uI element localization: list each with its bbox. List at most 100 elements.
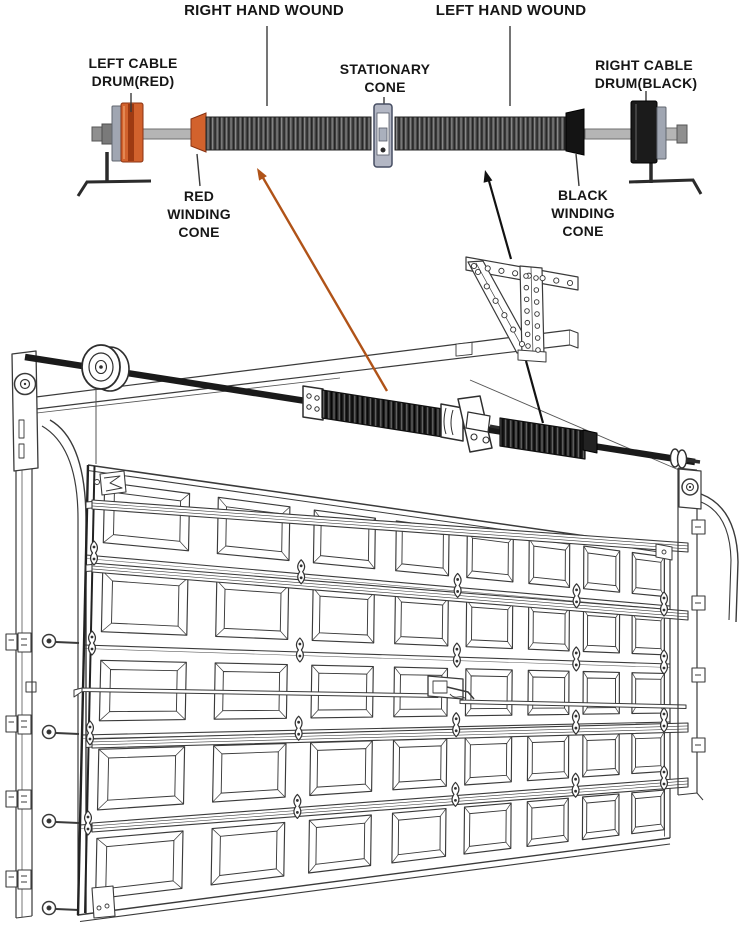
push-nut-center xyxy=(46,638,52,644)
hinge-bolt xyxy=(90,647,94,651)
panel-bevel-corner xyxy=(614,793,620,801)
door-panel-bevel xyxy=(531,740,565,775)
panel-bevel-corner xyxy=(308,864,317,874)
hinge-bolt xyxy=(574,789,577,793)
garage-door-drawing xyxy=(5,168,739,923)
section-joint xyxy=(85,554,671,607)
door-panel xyxy=(583,545,621,593)
panel-bevel-corner xyxy=(180,493,190,502)
strut-rib xyxy=(91,568,689,618)
panel-bevel-corner xyxy=(631,792,636,799)
label-red-winding-cone-3: CONE xyxy=(178,224,219,240)
panel-bevel-corner xyxy=(631,707,636,714)
door-panel-bevel xyxy=(635,558,662,591)
panel-bevel-corner xyxy=(564,644,570,652)
panel-bevel-corner xyxy=(392,812,399,821)
bracket-hole xyxy=(518,340,526,348)
strut-rib xyxy=(91,780,689,827)
door-panel-bevel xyxy=(220,751,279,794)
left-support-stand xyxy=(76,152,152,197)
bracket-hole xyxy=(498,267,505,274)
hinge-bolt xyxy=(299,564,303,568)
label-right-hand-wound: RIGHT HAND WOUND xyxy=(184,2,344,19)
spring-left-hand-wound xyxy=(394,116,567,151)
black-winding-cone xyxy=(565,108,585,156)
door-panel xyxy=(527,669,570,716)
hinge-bolt xyxy=(575,588,578,592)
bracket-hole xyxy=(533,299,540,305)
hinge-bolt xyxy=(574,726,578,730)
bracket-hole xyxy=(524,319,531,326)
hinge-bolt xyxy=(92,545,96,549)
door-panel-bevel xyxy=(470,675,508,710)
garage-door xyxy=(73,464,689,923)
center-anchor-and-cones xyxy=(440,395,513,453)
panel-bevel-corner xyxy=(582,707,588,715)
jamb-clip xyxy=(17,869,32,890)
door-panel-bevel xyxy=(223,588,282,632)
push-nut-center xyxy=(46,905,52,911)
hinge-bolt xyxy=(88,737,92,741)
left-flag-bracket xyxy=(11,350,39,472)
panel-bevel-corner xyxy=(276,822,285,832)
door-panel-bevel xyxy=(315,822,366,865)
panel-bevel-corner xyxy=(96,838,107,847)
strut-end xyxy=(85,501,93,509)
panel-bevel-corner xyxy=(583,645,588,652)
fastener-stem xyxy=(55,641,80,644)
left-drum-flange xyxy=(111,105,122,162)
panel-bevel-corner xyxy=(660,823,665,830)
door-hinges xyxy=(84,540,668,836)
right-curved-track xyxy=(700,493,739,623)
door-panel xyxy=(463,802,512,855)
hinge-icon xyxy=(660,591,668,617)
door-panels xyxy=(95,481,665,900)
strut-rib xyxy=(91,728,689,746)
bracket-hole xyxy=(535,347,541,353)
hinge-bolt xyxy=(455,659,459,663)
panel-bevel-corner xyxy=(564,707,570,715)
panel-bevel-corner xyxy=(211,828,221,837)
installed-spring-left-section xyxy=(321,389,444,438)
door-panel-bevel xyxy=(587,552,617,587)
hinge-bolt xyxy=(456,578,460,581)
leader-black-winding-cone xyxy=(575,153,580,187)
hinge-icon xyxy=(86,720,94,746)
bracket-hole xyxy=(474,268,482,276)
panel-bevel-corner xyxy=(466,570,473,578)
hinge-icon xyxy=(660,765,668,791)
panel-bevel-corner xyxy=(615,646,620,654)
top-left-roller-bracket xyxy=(94,470,127,496)
hinge-bolt xyxy=(454,729,458,733)
panel-bevel-corner xyxy=(212,792,222,803)
panel-bevel-corner xyxy=(614,768,620,775)
door-panel-bevel xyxy=(635,737,662,768)
right-drum-body xyxy=(630,100,658,164)
door-panel-bevel xyxy=(318,595,369,636)
hinge-icon xyxy=(660,707,668,733)
panel-bevel-corner xyxy=(527,773,533,781)
panel-bevel-corner xyxy=(213,710,223,720)
door-panel-bevel xyxy=(587,615,617,648)
hinge-icon xyxy=(297,559,306,585)
hinge-bolt xyxy=(662,666,666,670)
panel-bevel-corner xyxy=(527,735,533,743)
door-panel-bevel xyxy=(107,755,177,801)
panel-bevel-corner xyxy=(282,506,291,515)
door-panel-bevel xyxy=(634,795,662,828)
panel-bevel-corner xyxy=(366,666,374,675)
panel-bevel-corner xyxy=(365,740,373,749)
door-strut xyxy=(91,722,689,749)
panel-bevel-corner xyxy=(100,659,111,670)
lock-bar xyxy=(73,675,687,709)
orange-arrowhead-icon xyxy=(257,168,267,181)
right-jamb-clips xyxy=(691,519,706,753)
spring-right-end-collar xyxy=(582,429,598,454)
bracket-foot xyxy=(517,349,547,363)
door-panel-bevel xyxy=(113,492,182,542)
door-panel xyxy=(308,814,372,874)
panel-bevel-corner xyxy=(615,707,620,714)
panel-bevel-corner xyxy=(363,858,371,866)
hinge-bolt xyxy=(454,798,457,802)
